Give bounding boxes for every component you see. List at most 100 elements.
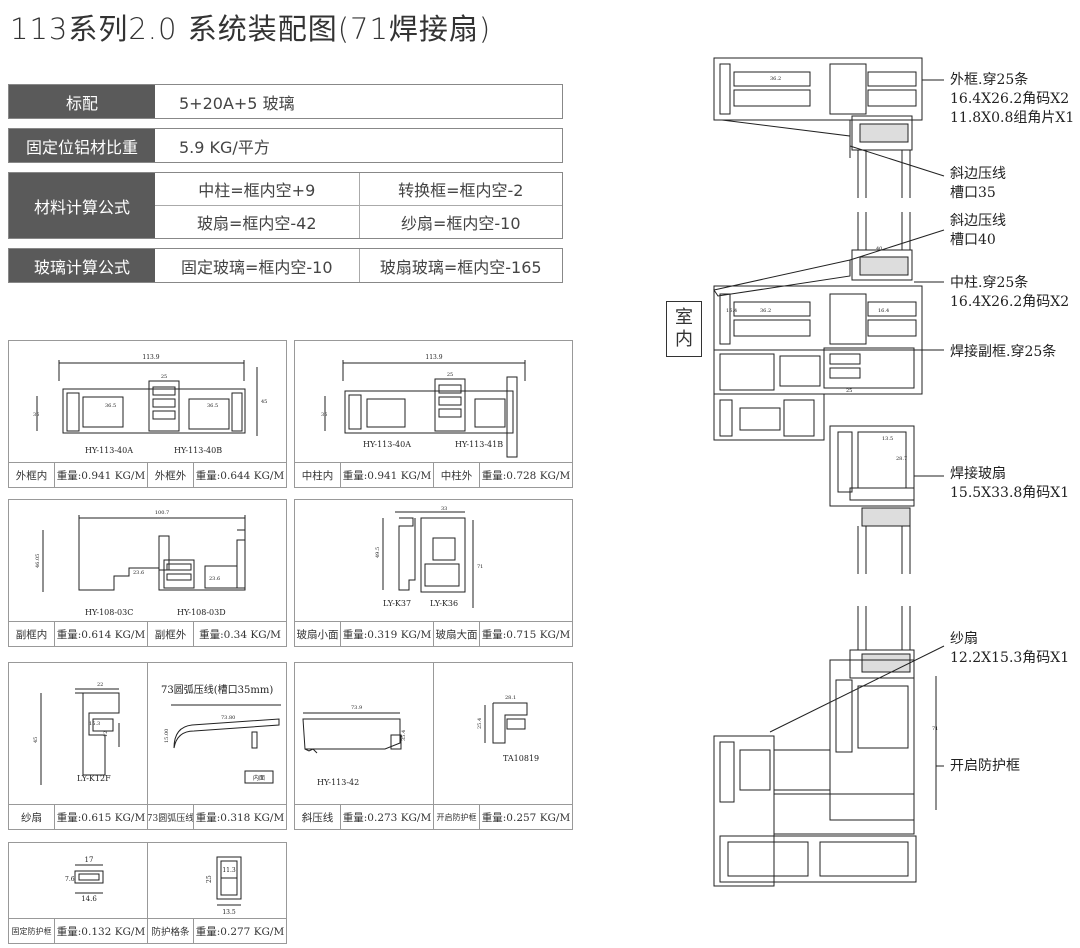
profile-footer: 中柱内 重量:0.941 KG/M 中柱外 重量:0.728 KG/M [295,462,572,487]
profile-name: 副框外 [147,622,193,646]
annotation-welded-sash: 焊接玻扇 15.5X33.8角码X1 [950,465,1069,503]
dim-label: 25 [447,372,453,378]
annotation-line: 15.5X33.8角码X1 [950,485,1070,501]
dim-label: 36.2 [770,76,781,82]
dim-label: 35.4 [401,730,407,741]
profile-drawing: 113.9 25 36.5 36.5 36 45 HY-113-40A HY-1… [33,354,267,455]
dim-label: 49.5 [375,547,381,558]
profile-panel-mullion: 113.9 36 25 HY-113-40A HY-113-41B 中柱内 重量… [294,340,573,488]
dim-label: 73.9 [351,705,362,711]
profile-weight: 重量:0.257 KG/M [479,805,572,829]
profile-name: 防护格条 [147,919,193,943]
dim-label: 13.5 [222,909,236,916]
dim-label: 28.1 [505,695,516,701]
dim-label: 40 [876,246,882,252]
profile-footer: 纱扇 重量:0.615 KG/M 73圆弧压线 重量:0.318 KG/M [9,804,286,829]
part-number: HY-108-03D [177,608,226,617]
part-number: HY-113-40B [174,446,222,455]
spec-label: 固定位铝材比重 [9,129,155,162]
profile-footer: 副框内 重量:0.614 KG/M 副框外 重量:0.34 KG/M [9,621,286,646]
profile-weight: 重量:0.277 KG/M [193,919,286,943]
profile-drawing: 113.9 36 25 HY-113-40A HY-113-41B [321,354,526,458]
dim-label: 36 [321,412,327,418]
formula-item: 玻扇玻璃=框内空-165 [358,249,563,282]
formula-item: 玻扇=框内空-42 [196,214,317,233]
annotation-outer-frame: 外框.穿25条 16.4X26.2角码X2 11.8X0.8组角片X1 [950,71,1074,128]
annotation-line: 斜边压线 [950,166,1006,182]
dim-label: 11.3 [222,867,236,874]
spec-label: 材料计算公式 [9,173,155,238]
annotation-screen-sash: 纱扇 12.2X15.3角码X1 [950,630,1069,668]
part-number: LY-K12F [77,774,111,783]
annotation-line: 焊接玻扇 [950,466,1006,482]
profile-name: 玻扇小面 [296,628,339,641]
indoor-label: 室 内 [666,301,702,357]
profile-drawing: 100.7 46.05 23.6 23.6 HY-108-03C HY-108-… [35,510,246,617]
dim-label: 46.05 [35,554,41,568]
part-number: HY-113-41B [455,440,503,449]
profile-name: 固定防护框 [11,926,52,936]
panel-divider [433,663,434,829]
profile-panel-sub-frame: 100.7 46.05 23.6 23.6 HY-108-03C HY-108-… [8,499,287,647]
dim-label: 28.7 [896,456,907,462]
dim-label: 13.5 [882,436,893,442]
profile-drawing: 73.9 35.4 HY-113-42 28.1 25.4 TA10819 [302,695,539,787]
annotation-line: 12.2X15.3角码X1 [950,650,1070,666]
spec-label: 标配 [9,85,155,118]
profile-weight: 重量:0.728 KG/M [479,463,572,487]
profile-drawing: 22 15.3 12 45 LY-K12F 73圆弧压线(槽口35mm) 73.… [33,682,281,785]
profile-weight: 重量:0.614 KG/M [54,622,147,646]
profile-footer: 玻扇小面 重量:0.319 KG/M 玻扇大面 重量:0.715 KG/M [295,621,572,646]
profile-name: 开启防护框 [433,805,479,829]
dim-label: 15.3 [89,721,100,727]
part-number: LY-K37 [383,599,411,608]
panel-divider [147,843,148,943]
page-title: 113系列2.0 系统装配图(71焊接扇) [10,12,492,46]
annotation-line: 11.8X0.8组角片X1 [950,110,1075,126]
spec-row-material-formula: 材料计算公式 中柱=框内空+9 转换框=框内空-2 玻扇=框内空-42 纱扇=框… [8,172,563,239]
formula-item: 固定玻璃=框内空-10 [180,257,333,277]
formula-item: 中柱=框内空+9 [155,173,359,206]
profile-footer: 固定防护框 重量:0.132 KG/M 防护格条 重量:0.277 KG/M [9,918,286,943]
dim-label: 45 [33,737,39,743]
spec-value: 5+20A+5 玻璃 [179,93,295,113]
annotation-guard-frame: 开启防护框 [950,757,1020,776]
profile-name: 副框内 [15,628,48,641]
profile-panel-outer-frame: 113.9 25 36.5 36.5 36 45 HY-113-40A HY-1… [8,340,287,488]
profile-weight: 重量:0.941 KG/M [340,463,433,487]
spec-value: 5.9 KG/平方 [179,137,270,157]
profile-heading: 73圆弧压线(槽口35mm) [161,683,273,696]
profile-weight: 重量:0.34 KG/M [193,622,286,646]
profile-weight: 重量:0.615 KG/M [54,805,147,829]
dim-label: 25 [206,875,213,883]
annotation-mullion: 中柱.穿25条 16.4X26.2角码X2 [950,274,1069,312]
dim-label: 16.4 [726,308,737,314]
dim-label: 12 [103,731,109,737]
dim-label: 15.00 [164,729,170,743]
annotation-line: 纱扇 [950,631,978,647]
annotation-line: 槽口40 [950,232,996,248]
profile-weight: 重量:0.318 KG/M [193,805,286,829]
dim-label: 23.6 [133,570,144,576]
annotation-bevel-35: 斜边压线 槽口35 [950,165,1006,203]
spec-row-weight: 固定位铝材比重 5.9 KG/平方 [8,128,563,163]
annotation-line: 16.4X26.2角码X2 [950,294,1070,310]
dim-label: 25 [846,388,852,394]
annotation-sub-frame: 焊接副框.穿25条 [950,343,1056,362]
dim-label: 73.80 [221,715,235,721]
dim-label: 36.5 [207,403,218,409]
dim-label: 45 [261,399,267,405]
profile-name: 斜压线 [301,811,334,824]
annotation-bevel-40: 斜边压线 槽口40 [950,212,1006,250]
profile-footer: 外框内 重量:0.941 KG/M 外框外 重量:0.644 KG/M [9,462,286,487]
assembly-section-drawing: 36.2 36.2 16.4 16.4 40 25 13.5 28.7 71 [713,57,945,887]
part-number: TA10819 [503,754,539,763]
dim-label: 16.4 [878,308,889,314]
face-tag: 内面 [253,774,265,782]
dim-label: 33 [441,506,447,512]
spec-row-standard: 标配 5+20A+5 玻璃 [8,84,563,119]
indoor-char: 内 [675,329,693,350]
part-number: HY-113-40A [85,446,133,455]
profile-panel-guard: 17 7.6 14.6 11.3 25 13.5 固定防护框 重量:0.132 … [8,842,287,944]
dim-label: 71 [932,726,938,732]
